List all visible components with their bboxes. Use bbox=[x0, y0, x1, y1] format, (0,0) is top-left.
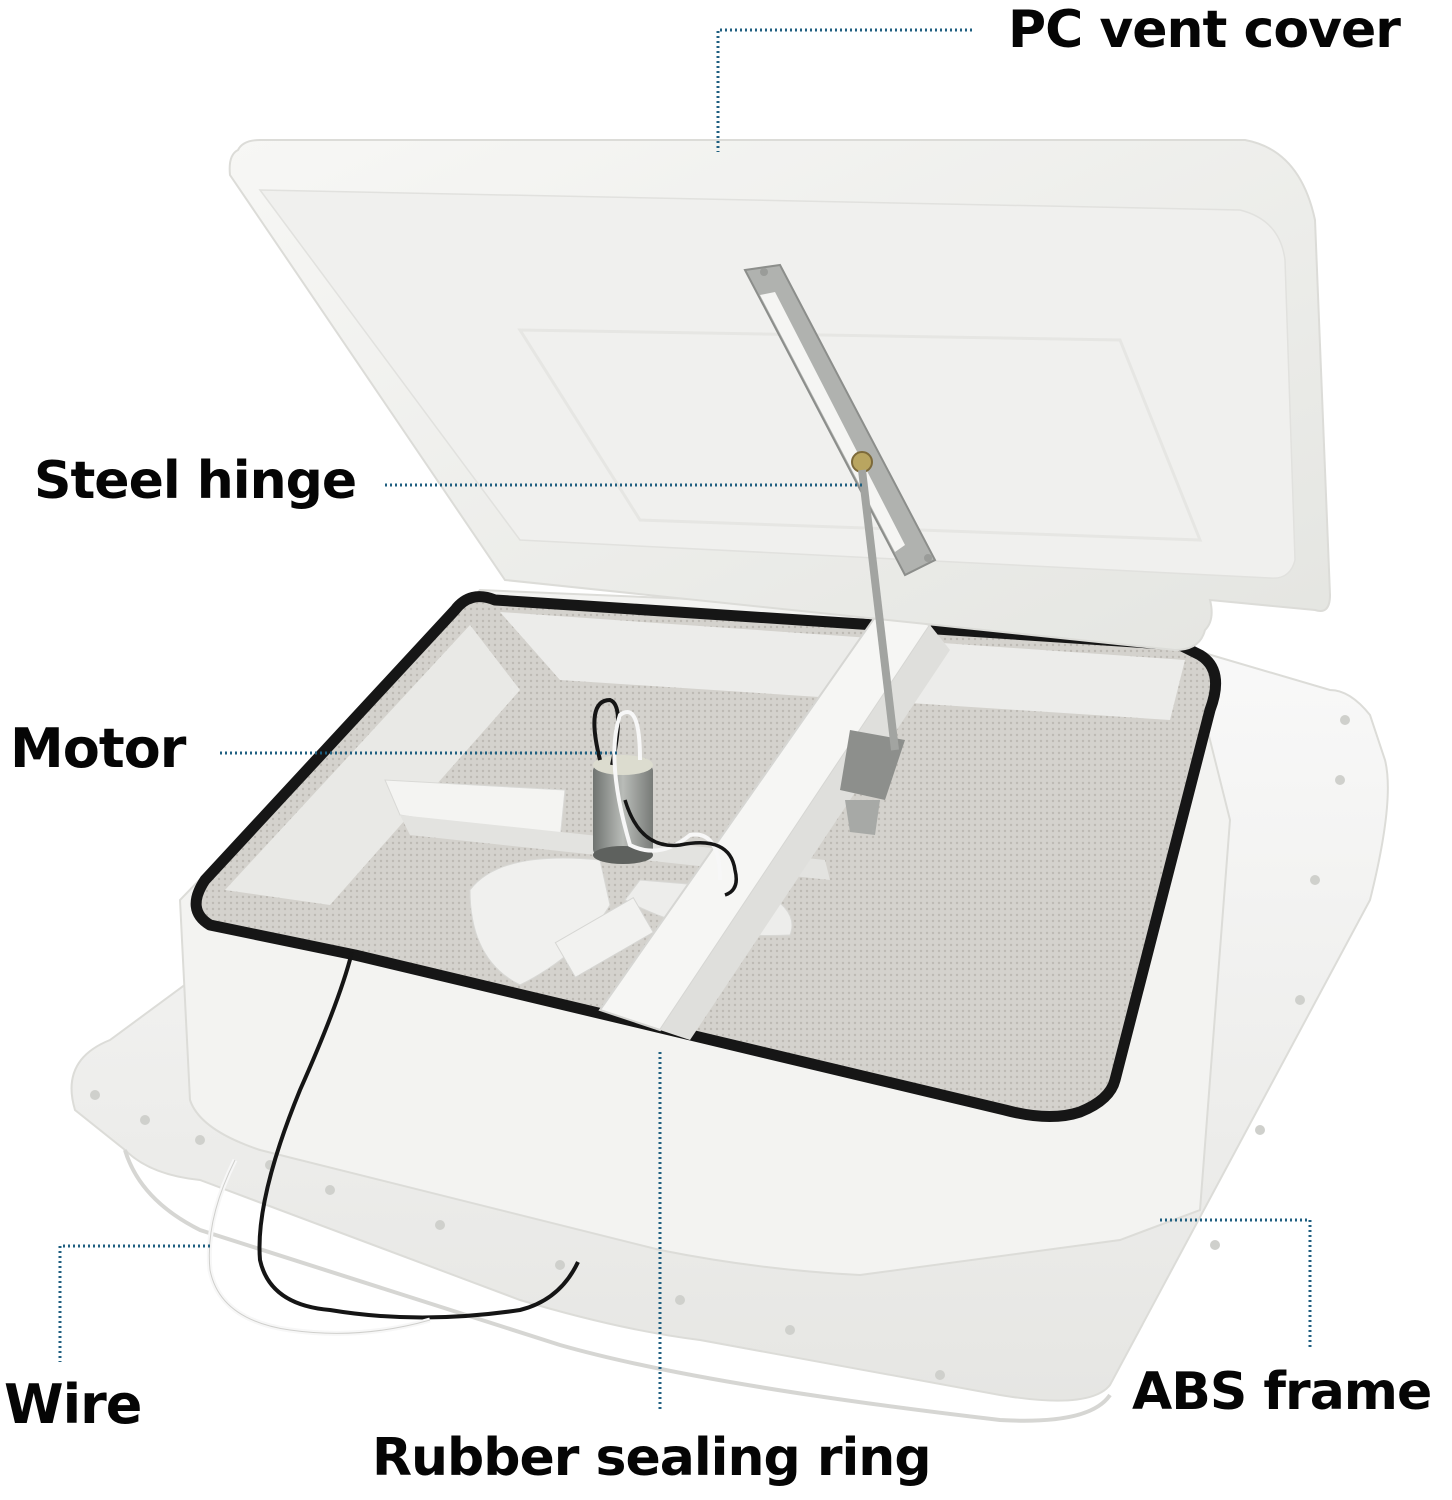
hinge-base bbox=[840, 730, 905, 835]
motor bbox=[592, 697, 738, 897]
label-wire: Wire bbox=[4, 1373, 142, 1436]
leader-lines bbox=[58, 28, 1312, 1410]
external-wire bbox=[206, 951, 580, 1336]
leader-pc-vent-cover bbox=[716, 28, 972, 152]
fan-support-frame bbox=[384, 608, 950, 1040]
leader-abs-frame bbox=[1160, 1218, 1312, 1348]
label-pc-vent-cover: PC vent cover bbox=[1008, 0, 1401, 60]
leader-wire bbox=[58, 1244, 210, 1362]
steel-hinge bbox=[743, 263, 937, 751]
label-steel-hinge: Steel hinge bbox=[34, 451, 357, 511]
label-abs-frame: ABS frame bbox=[1132, 1362, 1432, 1422]
pc-vent-cover bbox=[228, 139, 1332, 652]
label-rubber-sealing-ring: Rubber sealing ring bbox=[372, 1428, 932, 1488]
label-motor: Motor bbox=[10, 717, 186, 780]
